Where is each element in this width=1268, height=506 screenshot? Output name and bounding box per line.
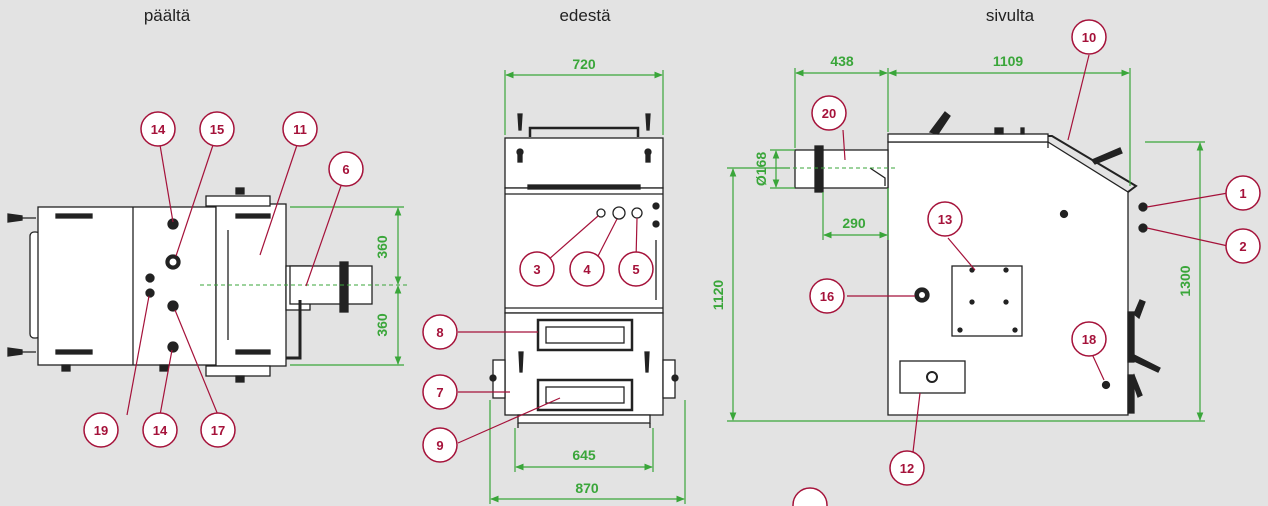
dim-front-width: 720	[572, 56, 596, 72]
left-handle-bottom	[7, 347, 36, 357]
svg-text:13: 13	[938, 212, 952, 227]
left-handle-top	[7, 213, 36, 223]
front-view	[489, 113, 679, 428]
dim-side-flue-diameter: Ø168	[753, 152, 769, 186]
callout-9: 9	[422, 427, 458, 463]
callout-2: 2	[1225, 228, 1261, 264]
top-view	[7, 187, 373, 383]
callout-5: 5	[618, 251, 654, 287]
side-view	[794, 111, 1161, 416]
callout-6: 6	[328, 151, 364, 187]
callout-partial	[792, 487, 828, 506]
svg-text:17: 17	[211, 423, 225, 438]
svg-text:4: 4	[583, 262, 591, 277]
svg-text:19: 19	[94, 423, 108, 438]
callout-10: 10	[1071, 19, 1107, 55]
front-view-dimensions	[489, 70, 686, 504]
top-view-dimensions	[290, 206, 404, 366]
svg-text:2: 2	[1239, 239, 1246, 254]
svg-text:1: 1	[1239, 186, 1246, 201]
svg-text:16: 16	[820, 289, 834, 304]
side-view-leaders	[842, 54, 1229, 453]
svg-text:6: 6	[342, 162, 349, 177]
callout-3: 3	[519, 251, 555, 287]
callout-15: 15	[199, 111, 235, 147]
dim-top-half-upper: 360	[374, 235, 390, 259]
dim-side-flue-height: 1120	[710, 280, 726, 311]
callout-12: 12	[889, 450, 925, 486]
callout-8: 8	[422, 314, 458, 350]
dim-side-total-height: 1300	[1177, 265, 1193, 296]
svg-text:7: 7	[436, 385, 443, 400]
callout-18: 18	[1071, 321, 1107, 357]
callout-13: 13	[927, 201, 963, 237]
callout-19: 19	[83, 412, 119, 448]
dim-top-half-lower: 360	[374, 313, 390, 337]
svg-text:14: 14	[153, 423, 168, 438]
dim-front-base-inner: 645	[572, 447, 596, 463]
callout-1: 1	[1225, 175, 1261, 211]
callout-14-top: 14	[140, 111, 176, 147]
svg-text:14: 14	[151, 122, 166, 137]
side-view-label: sivulta	[985, 6, 1035, 25]
svg-text:15: 15	[210, 122, 224, 137]
svg-text:5: 5	[632, 262, 639, 277]
dim-side-flue-length: 438	[830, 53, 854, 69]
top-view-leaders	[126, 144, 344, 416]
side-view-dimensions	[727, 68, 1205, 422]
top-view-label: päältä	[143, 6, 191, 25]
callout-20: 20	[811, 95, 847, 131]
dim-front-base-outer: 870	[575, 480, 599, 496]
callout-17: 17	[200, 412, 236, 448]
svg-text:11: 11	[293, 122, 307, 137]
callout-4: 4	[569, 251, 605, 287]
svg-text:10: 10	[1082, 30, 1096, 45]
dim-side-body-length: 1109	[993, 53, 1024, 69]
svg-text:9: 9	[436, 438, 443, 453]
dim-side-flue-offset: 290	[842, 215, 866, 231]
svg-text:8: 8	[436, 325, 443, 340]
callout-14-bottom: 14	[142, 412, 178, 448]
svg-text:20: 20	[822, 106, 836, 121]
callout-11: 11	[282, 111, 318, 147]
svg-text:18: 18	[1082, 332, 1096, 347]
svg-text:3: 3	[533, 262, 540, 277]
callout-16: 16	[809, 278, 845, 314]
svg-text:12: 12	[900, 461, 914, 476]
front-view-label: edestä	[559, 6, 611, 25]
callout-7: 7	[422, 374, 458, 410]
